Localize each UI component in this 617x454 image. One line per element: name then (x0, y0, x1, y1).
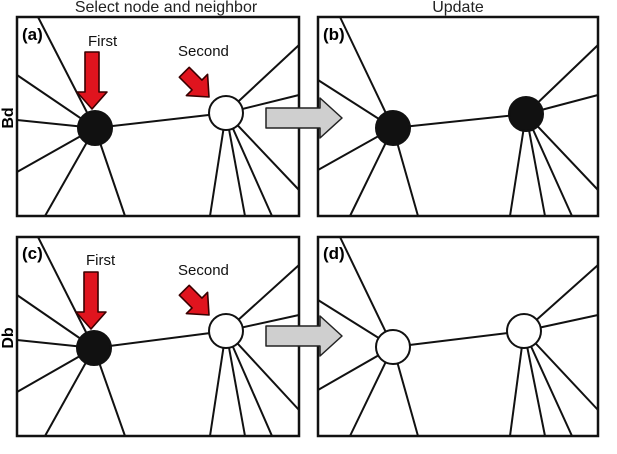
panel-b: (b) (316, 15, 600, 218)
right-arrow-icon (265, 315, 343, 357)
panel-d-first-node (375, 329, 411, 365)
panel-d-frame (316, 235, 600, 438)
panel-c-second-label: Second (178, 262, 229, 279)
panel-label-d: (d) (323, 244, 345, 263)
panel-b-second-node (508, 96, 544, 132)
panel-d: (d) (316, 235, 600, 438)
panel-a-second-node (208, 95, 244, 131)
panel-a-first-label: First (88, 33, 118, 50)
red-arrow-icon (178, 284, 210, 316)
row-label-bottom: Db (0, 327, 17, 349)
right-column-title: Update (432, 0, 484, 16)
panel-a-frame (15, 15, 301, 218)
panel-label-b: (b) (323, 25, 345, 44)
panel-c-first-label: First (86, 252, 116, 269)
panel-c-frame (15, 235, 301, 438)
panel-a: (a) First Second (15, 15, 301, 218)
panel-c-first-node (76, 330, 112, 366)
red-arrow-icon (178, 66, 210, 98)
red-arrow-icon (76, 51, 108, 110)
panel-label-a: (a) (22, 25, 43, 44)
panel-c-second-node (208, 313, 244, 349)
right-arrow-icon (265, 97, 343, 139)
panel-a-first-node (77, 110, 113, 146)
red-arrow-icon (75, 271, 107, 330)
panel-c: (c) First Second (15, 235, 301, 438)
left-column-title: Select node and neighbor (75, 0, 258, 16)
panel-a-second-label: Second (178, 43, 229, 60)
row-label-top: Bd (0, 107, 17, 128)
panel-label-c: (c) (22, 244, 43, 263)
panel-d-second-node (506, 313, 542, 349)
panel-b-first-node (375, 110, 411, 146)
panel-b-frame (316, 15, 600, 218)
